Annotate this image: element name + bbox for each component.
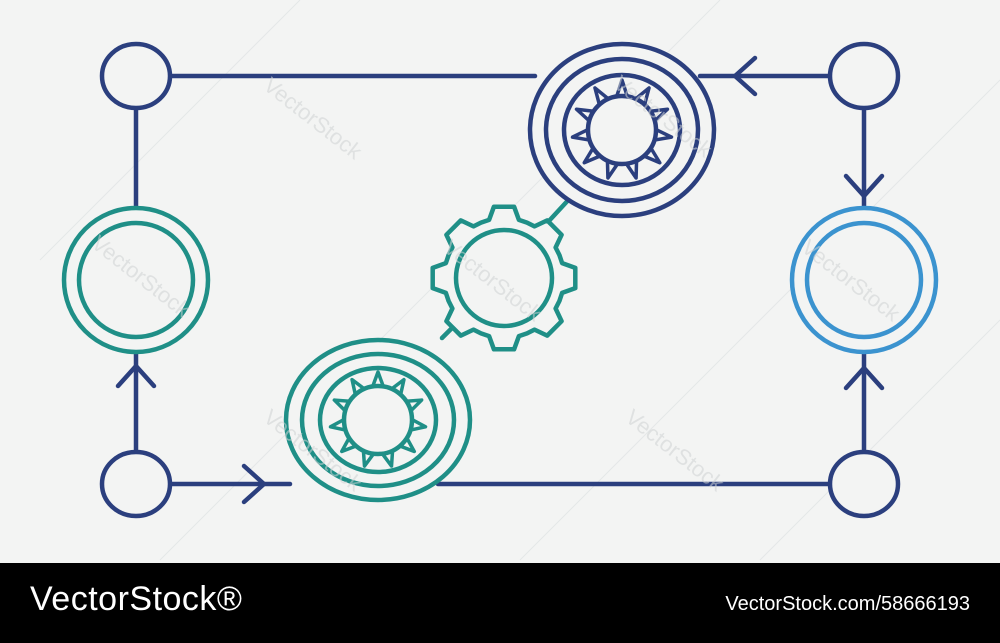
sun-gear-tooth xyxy=(399,437,417,454)
sun-gear-icon xyxy=(328,370,428,468)
sun-gear-tooth xyxy=(332,398,350,413)
sun-gear-tooth xyxy=(605,160,620,180)
watermark-text: VectorStock xyxy=(259,72,368,165)
node-bottom-right xyxy=(827,449,901,519)
sun-gear-tooth xyxy=(570,127,590,142)
sun-gear-tooth xyxy=(654,127,674,142)
sun-gear-tooth xyxy=(643,147,662,165)
sun-gear-tooth xyxy=(371,370,385,388)
left-double-ring-node xyxy=(61,205,211,355)
arrow-left-icon xyxy=(732,55,758,97)
sun-gear-tooth xyxy=(624,160,639,180)
footer-bar: VectorStock® VectorStock.com/58666193 xyxy=(0,563,1000,643)
node-top-right xyxy=(827,41,901,111)
sun-gear-tooth xyxy=(406,398,424,413)
corner-nodes xyxy=(99,41,901,519)
sun-gear-tooth xyxy=(574,107,594,123)
node-top-left xyxy=(99,41,173,111)
arrow-right-icon xyxy=(241,463,267,505)
arrow-down-icon xyxy=(843,173,885,199)
sun-gear-tooth xyxy=(634,86,651,106)
process-cycle-diagram: VectorStock VectorStock VectorStock Vect… xyxy=(39,0,1000,561)
sun-gear-tooth xyxy=(390,377,406,396)
sun-gear-tooth xyxy=(582,147,601,165)
gear-icon xyxy=(430,204,578,352)
sun-gear-tooth xyxy=(410,417,428,432)
arrow-up-icon-right xyxy=(843,365,885,391)
sun-gear-tooth xyxy=(339,437,357,454)
right-double-ring-node xyxy=(789,205,939,355)
sun-gear-tooth xyxy=(328,417,346,432)
sun-gear-tooth xyxy=(650,107,670,123)
bottom-sun-gear-node xyxy=(283,337,473,503)
sun-gear-icon xyxy=(570,78,674,180)
sun-gear-tooth xyxy=(350,377,366,396)
sun-gear-tooth xyxy=(615,78,629,97)
node-bottom-left xyxy=(99,449,173,519)
image-reference: VectorStock.com/58666193 xyxy=(725,593,970,615)
brand-logo-text: VectorStock® xyxy=(30,580,243,618)
sun-gear-tooth xyxy=(380,450,395,468)
arrows xyxy=(115,55,885,505)
sun-gear-tooth xyxy=(593,86,610,106)
sun-gear-tooth xyxy=(361,450,376,468)
top-sun-gear-node xyxy=(527,41,717,219)
arrow-up-icon xyxy=(115,363,157,389)
